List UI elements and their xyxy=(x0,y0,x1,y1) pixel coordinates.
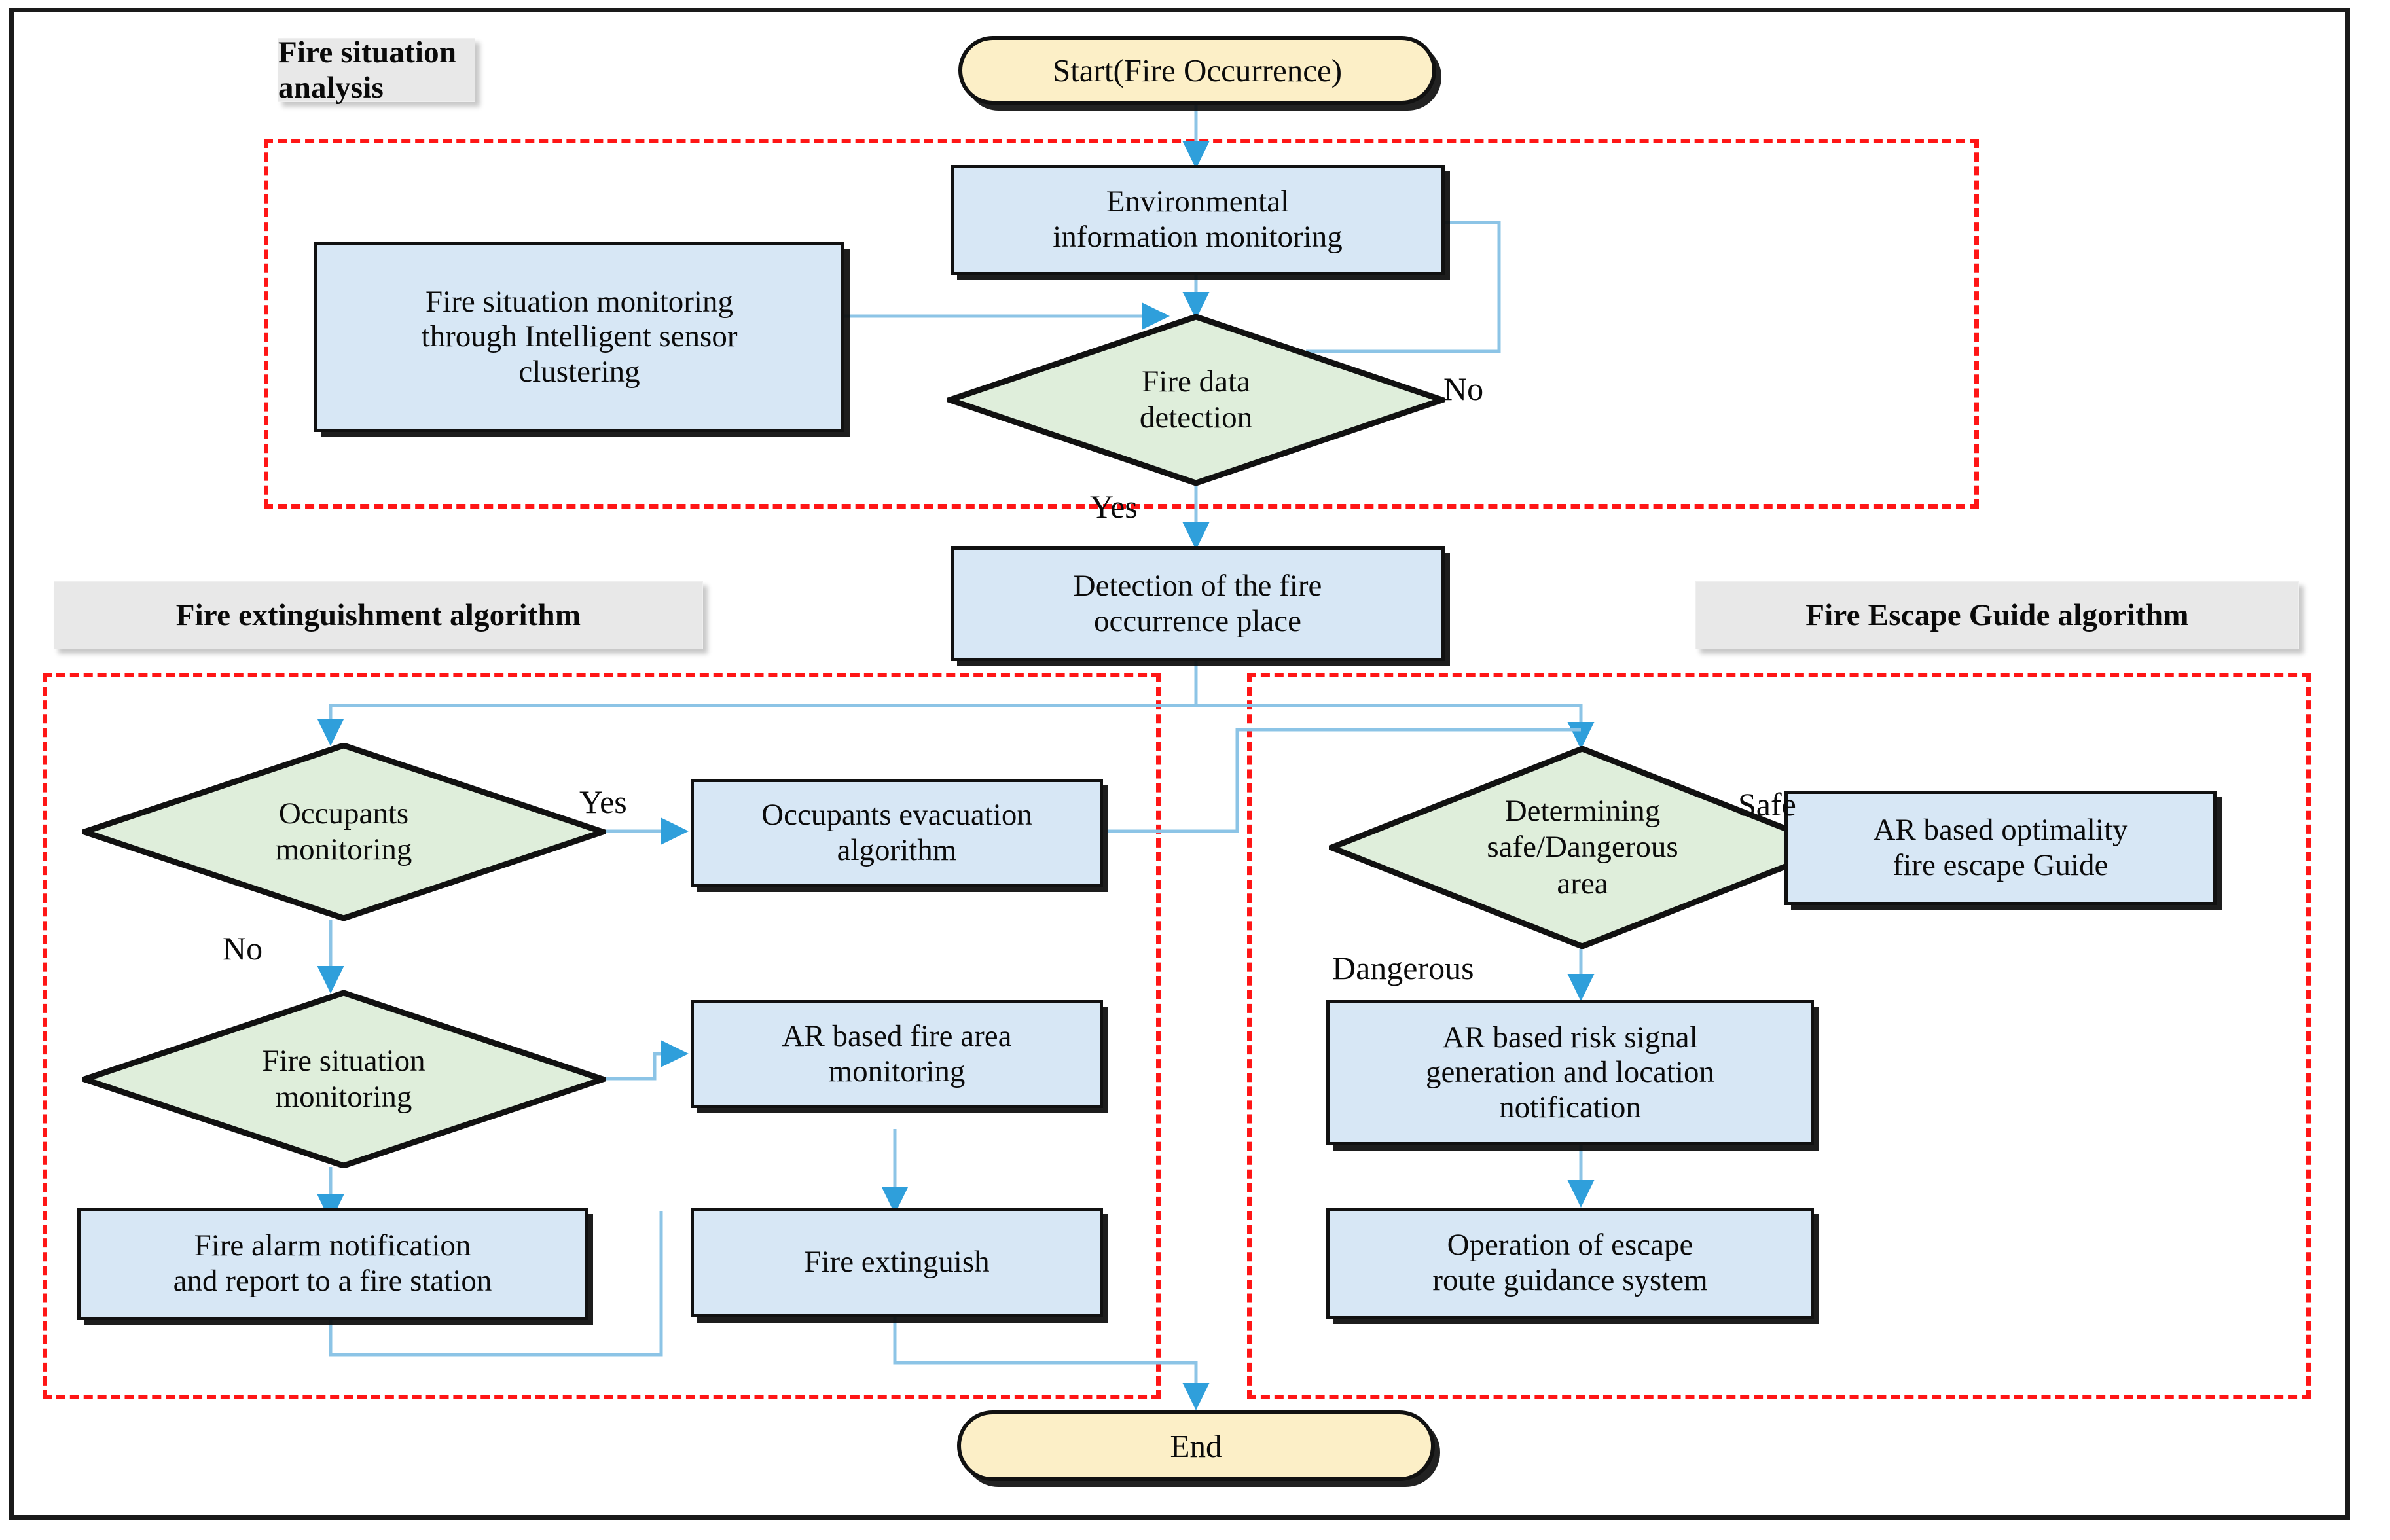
node-occupants-evacuation-label: Occupants evacuation algorithm xyxy=(755,798,1039,868)
line: through Intelligent sensor xyxy=(421,319,738,354)
section-label-fire-extinguishment: Fire extinguishment algorithm xyxy=(54,581,703,649)
node-escape-route-operation[interactable]: Operation of escape route guidance syste… xyxy=(1326,1208,1814,1319)
node-determining-safe-dangerous-area[interactable]: Determining safe/Dangerous area xyxy=(1329,746,1836,949)
line: Fire situation monitoring xyxy=(425,284,733,319)
line: AR based optimality xyxy=(1873,812,2128,847)
section-label-fire-situation-analysis: Fire situation analysis xyxy=(278,35,475,105)
line: algorithm xyxy=(837,833,957,867)
node-fire-situation-monitoring-label: Fire situation monitoring xyxy=(82,990,606,1168)
node-sensor-clustering-label: Fire situation monitoring through Intell… xyxy=(415,285,744,390)
line: safe/Dangerous xyxy=(1487,830,1678,865)
diamond-shape xyxy=(1329,746,1836,949)
line: Fire situation xyxy=(262,1043,425,1078)
line: monitoring xyxy=(275,833,412,867)
line: information monitoring xyxy=(1053,220,1343,254)
node-end[interactable]: End xyxy=(957,1410,1435,1481)
node-detection-place[interactable]: Detection of the fire occurrence place xyxy=(951,546,1445,661)
node-ar-risk-signal-label: AR based risk signal generation and loca… xyxy=(1419,1020,1721,1126)
node-determining-safe-dangerous-area-label: Determining safe/Dangerous area xyxy=(1329,746,1836,949)
line: monitoring xyxy=(828,1054,966,1088)
group-box-fire-situation-analysis xyxy=(264,139,1979,509)
line: route guidance system xyxy=(1432,1263,1708,1297)
node-fire-alarm-notification-label: Fire alarm notification and report to a … xyxy=(167,1228,499,1298)
node-ar-fire-area-monitoring[interactable]: AR based fire area monitoring xyxy=(691,1000,1103,1108)
line: area xyxy=(1557,866,1608,901)
node-detection-place-label: Detection of the fire occurrence place xyxy=(1067,569,1329,639)
section-label-text: Fire extinguishment algorithm xyxy=(175,598,581,632)
node-fire-data-detection-label: Fire data detection xyxy=(947,314,1445,486)
group-box-fire-extinguishment xyxy=(43,673,1161,1399)
node-fire-extinguish[interactable]: Fire extinguish xyxy=(691,1208,1103,1317)
line: occurrence place xyxy=(1094,603,1301,638)
line: Detection of the fire xyxy=(1073,568,1322,603)
line: monitoring xyxy=(275,1080,412,1114)
edge-label-dangerous-area: Dangerous xyxy=(1332,950,1474,986)
node-fire-extinguish-label: Fire extinguish xyxy=(797,1245,996,1280)
node-ar-optimality-escape-guide[interactable]: AR based optimality fire escape Guide xyxy=(1784,791,2217,905)
node-occupants-monitoring-label: Occupants monitoring xyxy=(82,743,606,921)
line: detection xyxy=(1139,401,1253,435)
node-occupants-evacuation[interactable]: Occupants evacuation algorithm xyxy=(691,779,1103,887)
section-label-fire-escape-guide: Fire Escape Guide algorithm xyxy=(1695,581,2299,649)
edge-label-yes-occupants: Yes xyxy=(579,783,627,820)
diamond-shape xyxy=(947,314,1445,486)
line: fire escape Guide xyxy=(1892,848,2109,882)
node-environmental-monitoring-label: Environmental information monitoring xyxy=(1046,185,1349,255)
node-ar-risk-signal[interactable]: AR based risk signal generation and loca… xyxy=(1326,1000,1814,1145)
diamond-shape xyxy=(82,743,606,921)
line: Fire alarm notification xyxy=(194,1228,471,1263)
line: Determining xyxy=(1504,793,1661,828)
diamond-shape xyxy=(82,990,606,1168)
line: Occupants evacuation xyxy=(761,797,1032,832)
line: Fire data xyxy=(1142,364,1250,399)
line: AR based fire area xyxy=(782,1018,1012,1053)
node-environmental-monitoring[interactable]: Environmental information monitoring xyxy=(951,165,1445,275)
node-sensor-clustering[interactable]: Fire situation monitoring through Intell… xyxy=(314,242,844,432)
node-fire-alarm-notification[interactable]: Fire alarm notification and report to a … xyxy=(77,1208,588,1320)
line: AR based risk signal xyxy=(1442,1020,1698,1054)
node-fire-data-detection[interactable]: Fire data detection xyxy=(947,314,1445,486)
node-fire-situation-monitoring[interactable]: Fire situation monitoring xyxy=(82,990,606,1168)
diagram-outer-frame xyxy=(9,8,2350,1520)
edge-label-no-occupants: No xyxy=(223,930,263,967)
line: generation and location xyxy=(1425,1055,1715,1090)
edge-label-safe-area: Safe xyxy=(1738,786,1796,823)
section-label-text: Fire situation analysis xyxy=(278,35,457,105)
line: Fire extinguish xyxy=(804,1245,990,1280)
line: Operation of escape xyxy=(1447,1228,1693,1262)
node-ar-optimality-escape-guide-label: AR based optimality fire escape Guide xyxy=(1866,813,2134,883)
edge-label-no-fire-data: No xyxy=(1443,370,1484,407)
line: notification xyxy=(1499,1090,1641,1124)
line: clustering xyxy=(518,354,640,389)
node-ar-fire-area-monitoring-label: AR based fire area monitoring xyxy=(775,1019,1018,1089)
line: and report to a fire station xyxy=(173,1264,492,1298)
section-label-text: Fire Escape Guide algorithm xyxy=(1805,598,2189,632)
node-escape-route-operation-label: Operation of escape route guidance syste… xyxy=(1426,1228,1714,1298)
edge-label-yes-fire-data: Yes xyxy=(1090,488,1138,525)
node-start[interactable]: Start(Fire Occurrence) xyxy=(958,36,1436,105)
group-box-fire-escape-guide xyxy=(1247,673,2311,1399)
node-end-label: End xyxy=(1170,1427,1222,1464)
line: Environmental xyxy=(1106,185,1290,219)
node-start-label: Start(Fire Occurrence) xyxy=(1052,52,1343,88)
node-occupants-monitoring[interactable]: Occupants monitoring xyxy=(82,743,606,921)
line: Occupants xyxy=(278,796,409,831)
